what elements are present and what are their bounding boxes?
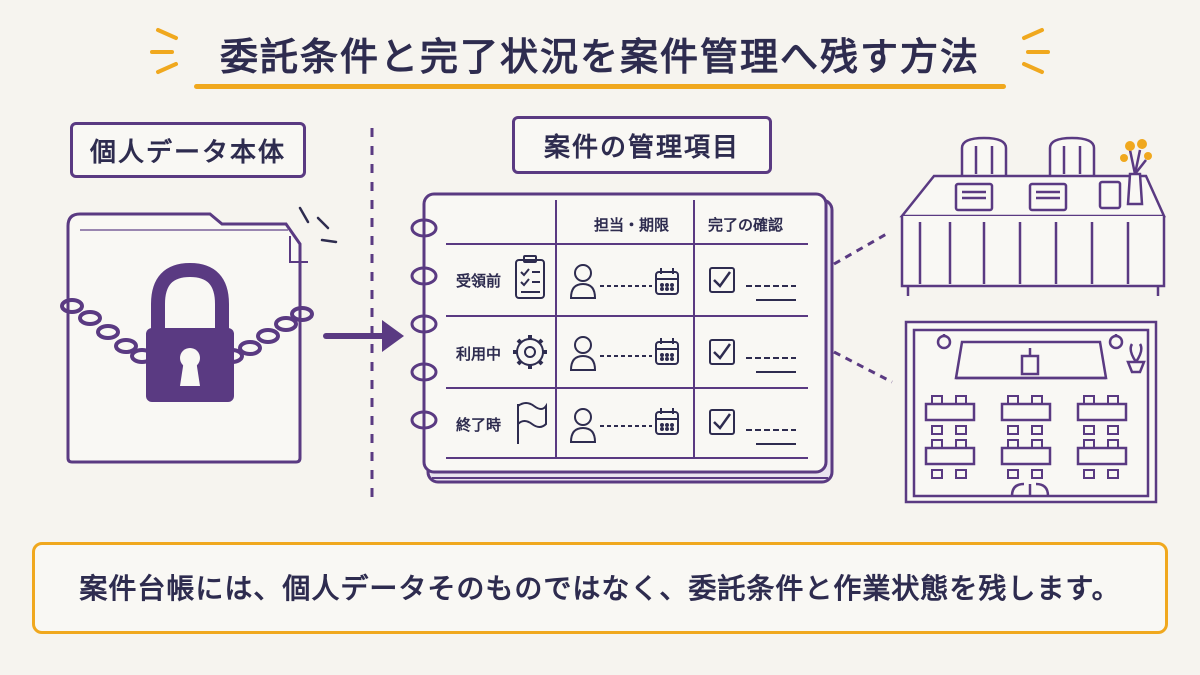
row-label-before-receipt: 受領前	[456, 272, 502, 290]
checkbox-icon	[709, 339, 735, 365]
meeting-table-icon	[899, 136, 1166, 296]
page-title: 委託条件と完了状況を案件管理へ残す方法	[219, 35, 980, 79]
arrow-right-icon	[323, 320, 404, 352]
row-label-in-use: 利用中	[456, 345, 502, 363]
column-header-completion-check: 完了の確認	[708, 216, 784, 234]
calendar-icon	[655, 268, 679, 295]
connector-line	[833, 350, 893, 384]
notebook	[410, 192, 834, 484]
column-header-owner-deadline: 担当・期限	[594, 216, 670, 234]
title-underline	[194, 84, 1006, 89]
person-icon	[569, 336, 597, 371]
connector-line	[833, 230, 891, 266]
management-items-label: 案件の管理項目	[512, 116, 772, 174]
seminar-room-icon	[904, 320, 1158, 504]
row-label-at-end: 終了時	[456, 416, 502, 434]
calendar-icon	[655, 338, 679, 365]
title-sparkle-right-icon	[1022, 28, 1050, 74]
checkbox-icon	[709, 409, 735, 435]
summary-box	[32, 542, 1168, 634]
title-sparkle-left-icon	[150, 28, 178, 74]
summary-text: 案件台帳には、個人データそのものではなく、委託条件と作業状態を残します。	[79, 572, 1121, 605]
personal-data-label: 個人データ本体	[70, 122, 306, 178]
flag-icon	[517, 402, 547, 444]
checkbox-icon	[709, 267, 735, 293]
emphasis-marks-icon	[298, 206, 338, 244]
checklist-icon	[515, 255, 545, 299]
calendar-icon	[655, 408, 679, 435]
padlock-icon	[146, 262, 234, 402]
person-icon	[569, 264, 597, 299]
person-icon	[569, 408, 597, 443]
flower-icon	[1120, 139, 1152, 162]
gear-icon	[513, 335, 547, 369]
